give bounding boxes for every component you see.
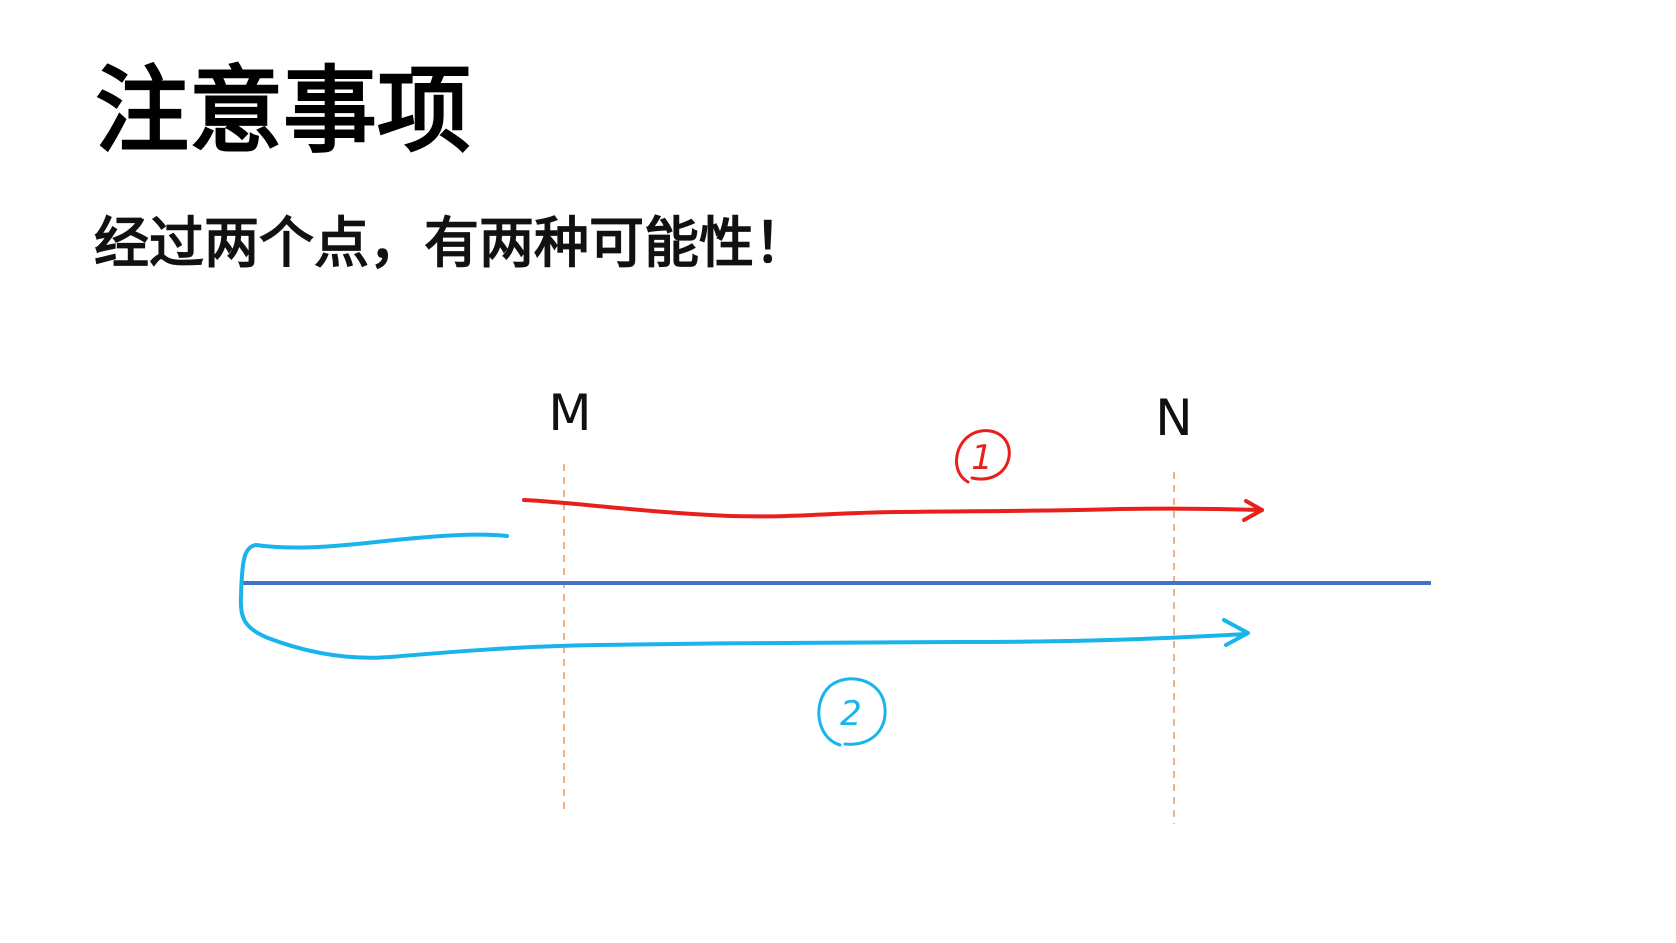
path-2-arrow-line — [238, 532, 1248, 660]
slide-title: 注意事项 — [95, 57, 472, 166]
path-2-label-circle — [817, 677, 887, 747]
point-label-n: N — [1155, 389, 1192, 447]
path-1-arrowhead — [1242, 499, 1264, 522]
path-1-label: 1 — [971, 438, 993, 478]
path-1-arrow-line — [522, 498, 1264, 519]
path-2-arrowhead — [1222, 618, 1250, 647]
path-1-label-circle — [955, 429, 1011, 484]
point-label-m: M — [548, 384, 591, 442]
path-2-label: 2 — [840, 694, 862, 734]
slide-subtitle: 经过两个点，有两种可能性！ — [94, 211, 810, 275]
